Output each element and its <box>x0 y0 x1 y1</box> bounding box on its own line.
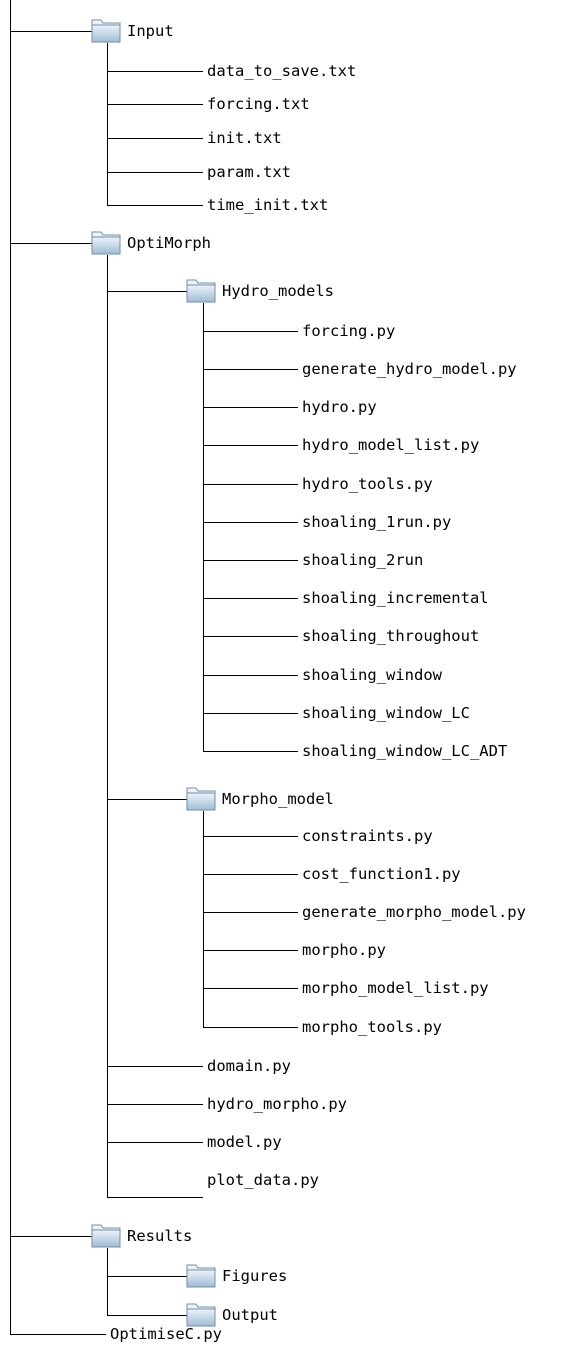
connector-file <box>203 950 298 951</box>
input-trunk <box>107 43 108 206</box>
connector-root-file <box>10 1334 106 1335</box>
connector-optimorph <box>10 243 92 244</box>
file-label: init.txt <box>207 129 282 147</box>
file-label: hydro_model_list.py <box>302 436 480 454</box>
connector-morpho-model <box>107 799 187 800</box>
connector-file <box>203 874 298 875</box>
connector-file <box>203 484 298 485</box>
connector-file <box>203 912 298 913</box>
root-trunk <box>10 0 11 1334</box>
file-label: hydro_morpho.py <box>207 1095 347 1113</box>
connector-file <box>107 71 203 72</box>
file-label: morpho_model_list.py <box>302 979 489 997</box>
connector-file <box>107 104 203 105</box>
connector-file <box>203 675 298 676</box>
connector-file <box>203 331 298 332</box>
file-label: generate_morpho_model.py <box>302 903 526 921</box>
connector-file <box>107 205 203 206</box>
file-label: shoaling_throughout <box>302 627 480 645</box>
folder-label-input: Input <box>127 22 174 40</box>
file-label: forcing.txt <box>207 95 310 113</box>
folder-label-morpho-model: Morpho_model <box>222 790 334 808</box>
connector-file <box>203 445 298 446</box>
folder-icon <box>91 17 121 43</box>
connector-file <box>203 407 298 408</box>
morpho-model-trunk <box>203 811 204 988</box>
file-label: domain.py <box>207 1057 291 1075</box>
folder-icon <box>186 1301 216 1327</box>
connector-file <box>203 751 298 752</box>
folder-icon <box>186 785 216 811</box>
file-label: param.txt <box>207 163 291 181</box>
file-label: shoaling_2run <box>302 551 424 569</box>
folder-label-hydro-models: Hydro_models <box>222 282 334 300</box>
connector-file <box>107 1066 203 1067</box>
file-label: model.py <box>207 1133 282 1151</box>
file-label: shoaling_window_LC_ADT <box>302 742 508 760</box>
connector-file <box>203 636 298 637</box>
folder-icon <box>91 1222 121 1248</box>
folder-label-output: Output <box>222 1306 278 1324</box>
file-label: hydro_tools.py <box>302 475 433 493</box>
file-label: morpho_tools.py <box>302 1018 442 1036</box>
connector-file <box>107 1104 203 1105</box>
file-label: cost_function1.py <box>302 865 461 883</box>
file-label: data_to_save.txt <box>207 62 357 80</box>
connector-file <box>203 988 298 989</box>
connector-input <box>10 31 92 32</box>
file-label: shoaling_incremental <box>302 589 489 607</box>
folder-icon <box>91 229 121 255</box>
file-label: shoaling_window <box>302 666 442 684</box>
folder-label-results: Results <box>127 1227 193 1245</box>
connector-output <box>107 1315 187 1316</box>
connector-file <box>203 836 298 837</box>
file-label: shoaling_window_LC <box>302 704 470 722</box>
connector-file <box>203 1027 298 1028</box>
connector-file <box>107 172 203 173</box>
connector-hydro-models <box>107 291 187 292</box>
connector-file <box>203 522 298 523</box>
file-label: time_init.txt <box>207 196 329 214</box>
folder-icon <box>186 277 216 303</box>
file-label: hydro.py <box>302 398 377 416</box>
folder-label-optimorph: OptiMorph <box>127 234 211 252</box>
connector-file <box>203 560 298 561</box>
connector-results <box>10 1236 92 1237</box>
file-label: forcing.py <box>302 322 396 340</box>
file-label-root: OptimiseC.py <box>110 1325 222 1343</box>
morpho-model-trunk-end <box>203 988 204 1027</box>
file-label: morpho.py <box>302 941 386 959</box>
connector-file <box>203 598 298 599</box>
results-trunk <box>107 1248 108 1316</box>
connector-file <box>203 713 298 714</box>
connector-file <box>107 138 203 139</box>
file-label: generate_hydro_model.py <box>302 360 517 378</box>
file-label: shoaling_1run.py <box>302 513 452 531</box>
connector-file <box>203 369 298 370</box>
connector-file <box>107 1197 203 1198</box>
connector-figures <box>107 1276 187 1277</box>
hydro-models-trunk <box>203 303 204 751</box>
optimorph-trunk <box>107 255 108 1198</box>
file-label: constraints.py <box>302 827 433 845</box>
connector-file <box>107 1142 203 1143</box>
file-label: plot_data.py <box>207 1171 319 1189</box>
folder-icon <box>186 1262 216 1288</box>
folder-label-figures: Figures <box>222 1267 288 1285</box>
